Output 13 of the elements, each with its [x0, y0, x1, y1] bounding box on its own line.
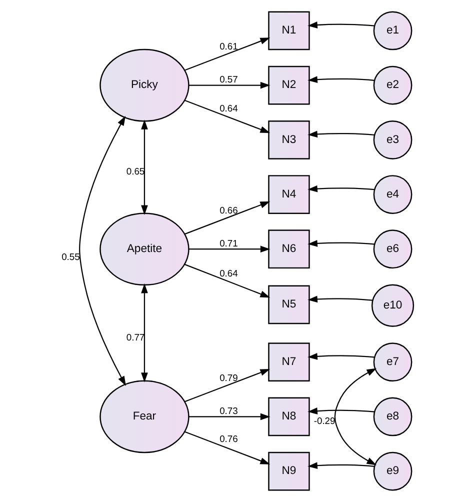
edge-label: 0.76 [219, 433, 238, 444]
edge-label: 0.66 [219, 204, 238, 216]
edge-label: 0.57 [219, 73, 238, 84]
edge-label: 0.61 [219, 40, 238, 52]
edge-label: 0.71 [219, 237, 238, 248]
edge-label: 0.55 [61, 250, 80, 262]
edge-label: 0.77 [126, 332, 144, 343]
edge-label: 0.64 [219, 267, 238, 278]
edge-label: 0.65 [126, 166, 144, 177]
edge-label: 0.64 [219, 102, 238, 114]
edge-label: 0.79 [219, 372, 238, 383]
edge-label: 0.73 [219, 404, 238, 416]
edge-label: -0.29 [313, 415, 335, 426]
